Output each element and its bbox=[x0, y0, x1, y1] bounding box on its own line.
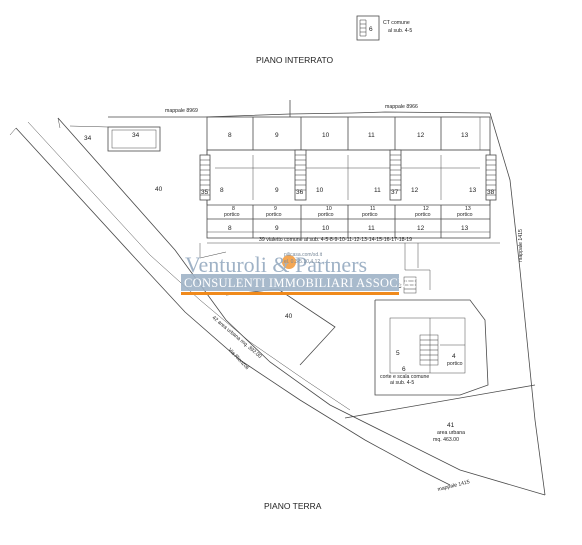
portico-label: portico bbox=[362, 212, 378, 218]
unit-label: 8 bbox=[220, 187, 224, 194]
parcel-34-box: 34 bbox=[132, 132, 140, 139]
unit-label: 11 bbox=[374, 187, 381, 194]
garage-label: 13 bbox=[461, 132, 469, 139]
portico-label: portico bbox=[457, 212, 473, 218]
unit-4: 4 bbox=[452, 353, 456, 360]
basement-unit-number: 6 bbox=[369, 26, 373, 33]
unit-label: 9 bbox=[275, 187, 279, 194]
street-name: Via Rienzoli bbox=[227, 347, 250, 371]
garage-label: 12 bbox=[417, 132, 425, 139]
portico-label: portico bbox=[224, 212, 240, 218]
watermark-contact-2: el. 0.3-5.10.4.12 bbox=[284, 259, 320, 265]
stair-number: 36 bbox=[296, 189, 304, 196]
basement-unit: 6 CT comune al sub. 4-5 bbox=[356, 15, 412, 41]
unit-6: 6 bbox=[402, 366, 406, 373]
area41-number: 41 bbox=[447, 422, 455, 429]
stair-number: 37 bbox=[391, 189, 399, 196]
parcel-40-top: 40 bbox=[155, 186, 163, 193]
portico-4: portico bbox=[447, 361, 463, 367]
unit-5: 5 bbox=[396, 350, 400, 357]
boundary-mappale-8966: mappale 8966 bbox=[385, 104, 418, 110]
courtyard-label-2: ai sub. 4-5 bbox=[390, 380, 414, 386]
stair-number: 35 bbox=[201, 189, 209, 196]
basement-unit-label-2: al sub. 4-5 bbox=[388, 28, 412, 34]
lower-unit-label: 13 bbox=[461, 225, 469, 232]
garage-label: 10 bbox=[322, 132, 330, 139]
courtyard-label-1: corte e scala comune bbox=[380, 374, 429, 380]
lower-unit-label: 10 bbox=[322, 225, 330, 232]
watermark-contact-1: pilicasa.com/sd.it bbox=[284, 252, 323, 258]
courtyard-stair bbox=[419, 334, 439, 366]
portico-number: 10 bbox=[326, 206, 332, 212]
portico-label: portico bbox=[415, 212, 431, 218]
watermark-brand: Venturoli & Partners bbox=[185, 252, 367, 277]
garage-label: 11 bbox=[368, 132, 375, 139]
unit-label: 13 bbox=[469, 187, 477, 194]
watermark-emblem-icon bbox=[282, 255, 296, 269]
boundary-mappale-8969: mappale 8969 bbox=[165, 108, 198, 114]
watermark-tagline: CONSULENTI IMMOBILIARI ASSOCIATI bbox=[184, 276, 423, 290]
portico-number: 9 bbox=[274, 206, 277, 212]
portico-number: 11 bbox=[370, 206, 375, 212]
unit-label: 10 bbox=[316, 187, 324, 194]
watermark: Venturoli & Partners pilicasa.com/sd.it … bbox=[181, 252, 423, 295]
unit-label: 12 bbox=[411, 187, 419, 194]
area41-size: mq. 463.00 bbox=[433, 437, 459, 443]
boundary-mappale-1415-right: mappale 1415 bbox=[518, 229, 524, 262]
lower-unit-label: 8 bbox=[228, 225, 232, 232]
stair-36 bbox=[294, 149, 307, 201]
garage-label: 8 bbox=[228, 132, 232, 139]
stair-35 bbox=[199, 154, 211, 201]
stair-37 bbox=[389, 149, 402, 201]
portico-number: 12 bbox=[423, 206, 429, 212]
stair-38 bbox=[485, 154, 497, 201]
portico-number: 8 bbox=[232, 206, 235, 212]
lower-unit-label: 9 bbox=[275, 225, 279, 232]
portico-label: portico bbox=[318, 212, 334, 218]
stair-number: 38 bbox=[487, 189, 495, 196]
basement-unit-label-1: CT comune bbox=[383, 20, 410, 26]
garage-label: 9 bbox=[275, 132, 279, 139]
parcel-3: 3 bbox=[398, 283, 402, 290]
lower-unit-label: 12 bbox=[417, 225, 425, 232]
title-basement: PIANO INTERRATO bbox=[256, 55, 334, 65]
portico-label: portico bbox=[266, 212, 282, 218]
parcel-34-left: 34 bbox=[84, 135, 92, 142]
building-block bbox=[206, 116, 500, 244]
area41-label: area urbana bbox=[437, 430, 465, 436]
title-ground: PIANO TERRA bbox=[264, 501, 322, 511]
parcel-40-lower: 40 bbox=[285, 313, 293, 320]
portico-number: 13 bbox=[465, 206, 471, 212]
lower-unit-label: 11 bbox=[368, 225, 375, 232]
walkway-label: 39 vialetto comune ai sub. 4-5-8-9-10-11… bbox=[259, 237, 412, 243]
stair-3 bbox=[403, 276, 417, 294]
